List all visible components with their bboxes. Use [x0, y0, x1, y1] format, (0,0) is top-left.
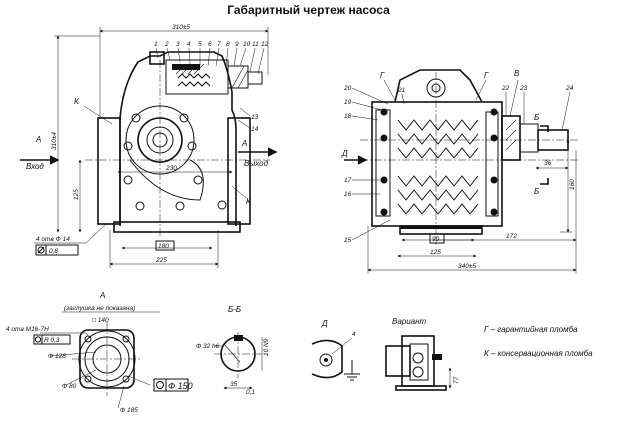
label-d: Д [341, 149, 348, 158]
dim-160: 160 [569, 179, 576, 190]
label-k-top: К [74, 97, 80, 106]
view-a-square: □ 140 [92, 317, 109, 324]
callout-18: 18 [344, 113, 352, 120]
callout-20: 20 [343, 85, 352, 92]
section-bb-dim-small: 0,1 [246, 389, 255, 396]
inlet-label: Вход [26, 162, 44, 171]
callout-16: 16 [344, 191, 352, 198]
view-a-thread-note: 4 отв М16-7Н [6, 326, 49, 333]
callout-15: 15 [344, 237, 352, 244]
callout-7: 7 [217, 41, 221, 48]
dim-125-left: 125 [73, 189, 80, 200]
variant-view: Вариант 77 [385, 317, 460, 391]
label-v: В [514, 69, 520, 78]
callout-3: 3 [176, 41, 180, 48]
callout-10: 10 [243, 41, 251, 48]
dim-36: 36 [544, 160, 552, 167]
label-b-bottom: Б [534, 187, 539, 196]
holes-note: 4 отв Ф 14 [36, 236, 70, 243]
view-d-header: Д [321, 319, 328, 328]
label-g-right: Г [484, 71, 489, 80]
view-a-phi150: Ф 150 [168, 381, 193, 391]
callout-17: 17 [344, 177, 352, 184]
label-b-top: Б [534, 113, 539, 122]
dim-310-height: 310±4 [51, 132, 58, 150]
legend-g: Г – гарантийная пломба [484, 325, 578, 334]
dim-172: 172 [506, 233, 517, 240]
view-a-header: А [99, 291, 105, 300]
dim-180: 180 [158, 243, 169, 250]
callout-23: 23 [519, 85, 528, 92]
callout-13: 13 [251, 114, 259, 121]
legend: Г – гарантийная пломба К – консервационн… [484, 325, 593, 358]
outlet-label: Выход [244, 159, 269, 168]
dim-225: 225 [155, 257, 167, 264]
side-view: Г Г В Д Б Б 15 16 17 18 19 20 21 22 [341, 69, 580, 274]
arrow-a-right: А [241, 139, 247, 148]
callout-5: 5 [198, 41, 202, 48]
variant-header: Вариант [392, 317, 427, 326]
drawing-title: Габаритный чертеж насоса [227, 3, 390, 17]
section-bb-dim35: 35 [230, 381, 238, 388]
callout-8: 8 [226, 41, 230, 48]
section-bb: Б-Б Ф 32 h6 10 N9 35 0,1 [196, 305, 270, 396]
view-a-phi80: Ф 80 [62, 383, 77, 390]
callout-21: 21 [397, 87, 406, 94]
callout-22: 22 [501, 85, 510, 92]
screw-rotors [397, 119, 479, 215]
section-bb-shaft: Ф 32 h6 [196, 343, 220, 350]
dim-230: 230 [165, 165, 177, 172]
view-a-phi185: Ф 185 [120, 407, 138, 414]
dim-125-side: 125 [430, 249, 441, 256]
dim-340: 340±5 [458, 263, 476, 270]
callout-12: 12 [261, 41, 269, 48]
label-g-left: Г [380, 71, 385, 80]
dim-310-width: 310±5 [172, 24, 190, 31]
legend-k: К – консервационная пломба [484, 349, 593, 358]
callout-4: 4 [187, 41, 191, 48]
label-k-bottom: К [246, 197, 252, 206]
side-callouts: 15 16 17 18 19 20 21 22 23 24 [343, 85, 574, 244]
variant-dim77: 77 [453, 376, 460, 384]
view-d-callout: 4 [352, 331, 356, 338]
view-a-r-note: R 0,3 [44, 337, 60, 344]
callout-9: 9 [235, 41, 239, 48]
front-view: 310±5 [20, 24, 278, 268]
view-a-phi128: Ф 128 [48, 353, 66, 360]
arrow-a-left: А [35, 135, 41, 144]
front-callouts: 1 2 3 4 5 6 7 8 9 10 11 12 13 14 [154, 41, 269, 133]
callout-19: 19 [344, 99, 352, 106]
view-a: А (заглушка не показана) □ 140 4 отв М16… [6, 291, 193, 414]
callout-1: 1 [154, 41, 158, 48]
section-bb-key: 10 N9 [263, 338, 270, 356]
view-d: Д 4 [311, 319, 360, 381]
callout-24: 24 [565, 85, 574, 92]
view-a-subheader: (заглушка не показана) [64, 305, 135, 312]
callout-6: 6 [208, 41, 212, 48]
callout-11: 11 [252, 41, 259, 48]
dim-90: 90 [432, 236, 440, 243]
holes-tol: 0,8 [49, 248, 58, 255]
section-bb-header: Б-Б [228, 305, 241, 314]
callout-14: 14 [251, 126, 259, 133]
callout-2: 2 [164, 41, 169, 48]
